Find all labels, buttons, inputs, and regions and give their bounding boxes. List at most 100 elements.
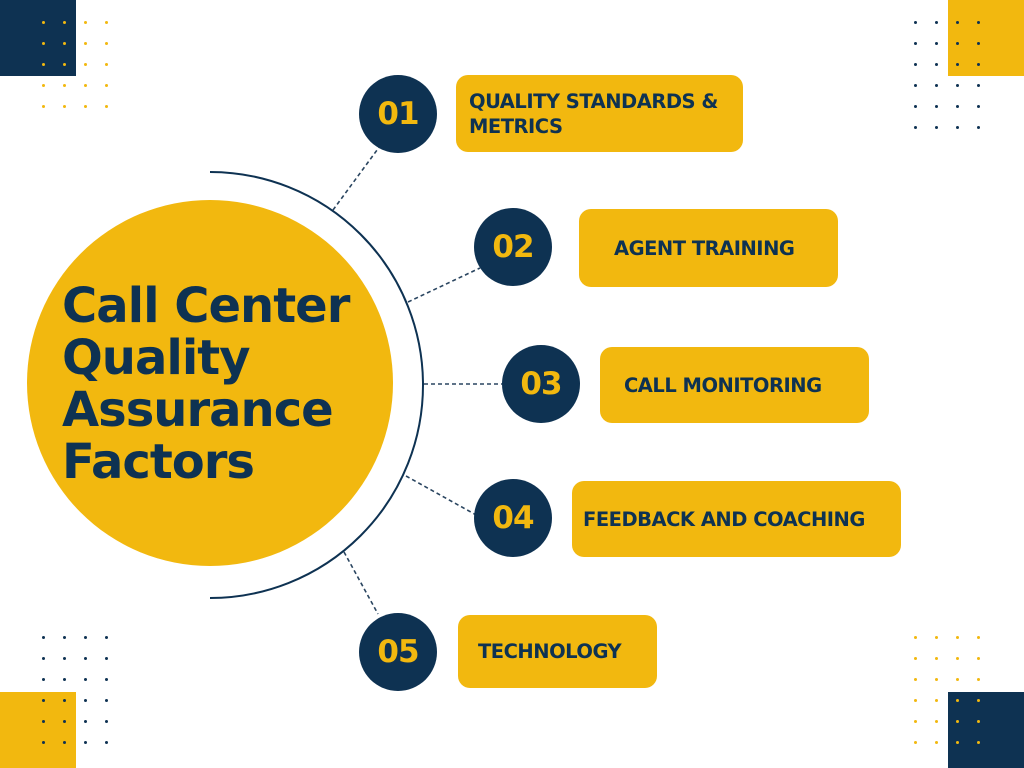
decor-dot xyxy=(935,699,939,703)
factor-label-02: AGENT TRAINING xyxy=(579,209,838,287)
decor-dot xyxy=(914,636,918,640)
factor-label-04: FEEDBACK AND COACHING xyxy=(572,481,901,557)
connector-line-05 xyxy=(343,551,379,615)
factor-number-04: 04 xyxy=(474,479,552,557)
decor-dot xyxy=(935,126,939,130)
decor-dot xyxy=(977,741,981,745)
factor-number-01: 01 xyxy=(359,75,437,153)
decor-dot xyxy=(914,84,918,88)
decor-dot xyxy=(42,105,46,109)
decor-dot xyxy=(956,21,960,25)
decor-dot xyxy=(42,699,46,703)
dot-grid-top-left xyxy=(42,21,111,111)
decor-dot xyxy=(84,720,88,724)
decor-dot xyxy=(105,720,109,724)
corner-block-bottom-left xyxy=(0,692,76,768)
decor-dot xyxy=(977,699,981,703)
decor-dot xyxy=(63,720,67,724)
dot-grid-bottom-left xyxy=(42,636,111,747)
decor-dot xyxy=(935,657,939,661)
decor-dot xyxy=(977,21,981,25)
decor-dot xyxy=(84,636,88,640)
decor-dot xyxy=(105,63,109,67)
decor-dot xyxy=(105,21,109,25)
decor-dot xyxy=(42,657,46,661)
decor-dot xyxy=(935,84,939,88)
decor-dot xyxy=(935,42,939,46)
decor-dot xyxy=(105,657,109,661)
decor-dot xyxy=(956,678,960,682)
title-line-2: Quality xyxy=(62,330,251,386)
connector-line-04 xyxy=(405,475,479,517)
factor-number-02: 02 xyxy=(474,208,552,286)
decor-dot xyxy=(42,21,46,25)
decor-dot xyxy=(935,21,939,25)
decor-dot xyxy=(105,105,109,109)
main-title: Call Center Quality Assurance Factors xyxy=(62,278,350,490)
decor-dot xyxy=(935,63,939,67)
decor-dot xyxy=(914,126,918,130)
decor-dot xyxy=(956,84,960,88)
decor-dot xyxy=(42,84,46,88)
title-line-3: Assurance xyxy=(62,382,334,438)
decor-dot xyxy=(935,105,939,109)
decor-dot xyxy=(977,84,981,88)
decor-dot xyxy=(105,678,109,682)
decor-dot xyxy=(914,42,918,46)
decor-dot xyxy=(956,63,960,67)
decor-dot xyxy=(977,657,981,661)
factor-label-01: QUALITY STANDARDS & METRICS xyxy=(456,75,743,152)
decor-dot xyxy=(63,84,67,88)
decor-dot xyxy=(956,636,960,640)
decor-dot xyxy=(977,678,981,682)
connector-line-01 xyxy=(332,145,381,211)
decor-dot xyxy=(977,720,981,724)
decor-dot xyxy=(105,84,109,88)
decor-dot xyxy=(63,699,67,703)
decor-dot xyxy=(935,678,939,682)
factor-label-05: TECHNOLOGY xyxy=(458,615,657,688)
decor-dot xyxy=(84,741,88,745)
decor-dot xyxy=(977,126,981,130)
decor-dot xyxy=(63,42,67,46)
decor-dot xyxy=(84,84,88,88)
factor-label-03: CALL MONITORING xyxy=(600,347,869,423)
decor-dot xyxy=(42,741,46,745)
decor-dot xyxy=(84,63,88,67)
decor-dot xyxy=(105,42,109,46)
decor-dot xyxy=(935,741,939,745)
decor-dot xyxy=(914,741,918,745)
decor-dot xyxy=(956,741,960,745)
decor-dot xyxy=(63,21,67,25)
decor-dot xyxy=(84,678,88,682)
decor-dot xyxy=(977,63,981,67)
decor-dot xyxy=(63,636,67,640)
title-line-1: Call Center xyxy=(62,278,350,334)
decor-dot xyxy=(935,636,939,640)
decor-dot xyxy=(956,126,960,130)
decor-dot xyxy=(84,657,88,661)
outer-arc xyxy=(209,171,424,599)
decor-dot xyxy=(935,720,939,724)
title-line-4: Factors xyxy=(62,434,255,490)
decor-dot xyxy=(63,63,67,67)
decor-dot xyxy=(42,42,46,46)
factor-number-03: 03 xyxy=(502,345,580,423)
decor-dot xyxy=(84,699,88,703)
decor-dot xyxy=(914,657,918,661)
dot-grid-bottom-right xyxy=(914,636,983,747)
decor-dot xyxy=(84,21,88,25)
decor-dot xyxy=(914,720,918,724)
decor-dot xyxy=(977,105,981,109)
dot-grid-top-right xyxy=(914,21,983,132)
decor-dot xyxy=(105,741,109,745)
decor-dot xyxy=(914,63,918,67)
decor-dot xyxy=(105,699,109,703)
decor-dot xyxy=(977,636,981,640)
factor-number-05: 05 xyxy=(359,613,437,691)
decor-dot xyxy=(105,636,109,640)
decor-dot xyxy=(914,678,918,682)
main-circle xyxy=(27,200,393,566)
corner-block-bottom-right xyxy=(948,692,1024,768)
decor-dot xyxy=(914,699,918,703)
